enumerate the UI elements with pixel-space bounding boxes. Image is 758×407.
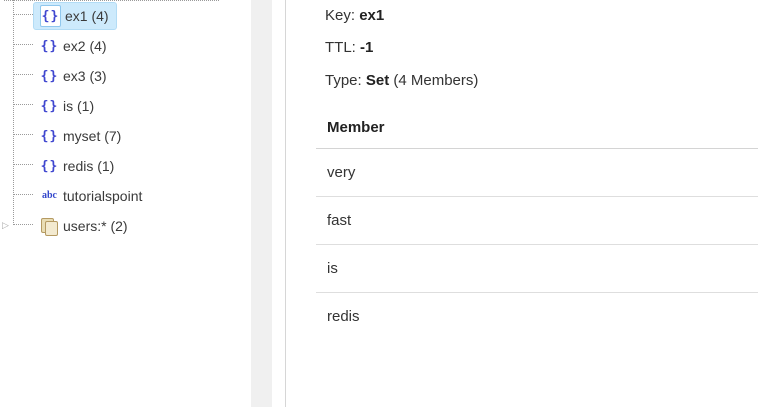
set-braces-icon: {} — [40, 128, 59, 144]
tree-item-ex3[interactable]: {} ex3 (3) — [33, 62, 115, 90]
set-braces-icon: {} — [40, 158, 59, 174]
member-cell[interactable]: very — [316, 148, 758, 197]
tree-item-is[interactable]: {} is (1) — [33, 92, 102, 120]
members-table-header-row: Member — [316, 107, 758, 149]
tree-item-redis[interactable]: {} redis (1) — [33, 152, 122, 180]
tree-item-ex2[interactable]: {} ex2 (4) — [33, 32, 115, 60]
set-braces-icon: {} — [40, 5, 61, 27]
type-value: Set — [365, 72, 390, 89]
key-value: ex1 — [359, 7, 385, 24]
tree-connector — [13, 134, 33, 135]
tree-connector — [13, 164, 33, 165]
tree-scrollbar-track[interactable] — [251, 0, 272, 407]
table-row: very — [316, 148, 758, 197]
set-braces-icon: {} — [40, 68, 59, 84]
member-cell[interactable]: redis — [327, 308, 360, 325]
member-column-header: Member — [316, 107, 758, 149]
ttl-value: -1 — [360, 39, 374, 56]
type-info-line: Type: Set (4 Members) — [325, 70, 478, 91]
tree-item-label: tutorialspoint — [63, 188, 143, 204]
tree-connector — [13, 44, 33, 45]
member-cell[interactable]: fast — [316, 196, 758, 245]
tree-item-label: ex2 (4) — [63, 38, 107, 54]
table-row: redis — [316, 293, 758, 341]
key-tree-panel: ▷ {} ex1 (4) {} ex2 (4) {} ex3 (3) {} is… — [0, 0, 251, 407]
tree-item-label: is (1) — [63, 98, 95, 114]
set-braces-icon: {} — [40, 98, 59, 114]
tree-connector — [13, 224, 33, 225]
tree-connector — [13, 74, 33, 75]
tree-connector — [13, 194, 33, 195]
tree-connector — [13, 104, 33, 105]
table-row: fast — [316, 196, 758, 245]
ttl-label: TTL: — [325, 39, 356, 56]
type-member-count: (4 Members) — [393, 72, 479, 89]
namespace-folder-icon — [40, 216, 59, 236]
tree-item-ex1[interactable]: {} ex1 (4) — [33, 2, 117, 30]
tree-item-label: myset (7) — [63, 128, 122, 144]
tree-item-myset[interactable]: {} myset (7) — [33, 122, 129, 150]
key-label: Key: — [325, 7, 356, 24]
tree-item-label: ex1 (4) — [65, 8, 109, 24]
type-label: Type: — [325, 72, 362, 89]
ttl-info-line: TTL: -1 — [325, 37, 373, 58]
tree-connector — [13, 14, 33, 15]
key-info-line: Key: ex1 — [325, 5, 384, 26]
expand-arrow-icon[interactable]: ▷ — [2, 220, 9, 230]
tree-item-label: redis (1) — [63, 158, 115, 174]
set-braces-icon: {} — [40, 38, 59, 54]
members-table: Member very fast is redis — [316, 107, 758, 340]
string-abc-icon: abc — [42, 190, 57, 201]
tree-top-dotted-line — [4, 0, 219, 1]
table-row: is — [316, 244, 758, 293]
tree-item-users[interactable]: users:* (2) — [33, 212, 136, 240]
tree-item-label: users:* (2) — [63, 218, 128, 234]
key-detail-panel: Key: ex1 TTL: -1 Type: Set (4 Members) M… — [285, 0, 758, 407]
member-cell[interactable]: is — [316, 244, 758, 293]
tree-trunk-line — [13, 0, 14, 225]
tree-item-label: ex3 (3) — [63, 68, 107, 84]
tree-item-tutorialspoint[interactable]: abc tutorialspoint — [33, 182, 150, 210]
